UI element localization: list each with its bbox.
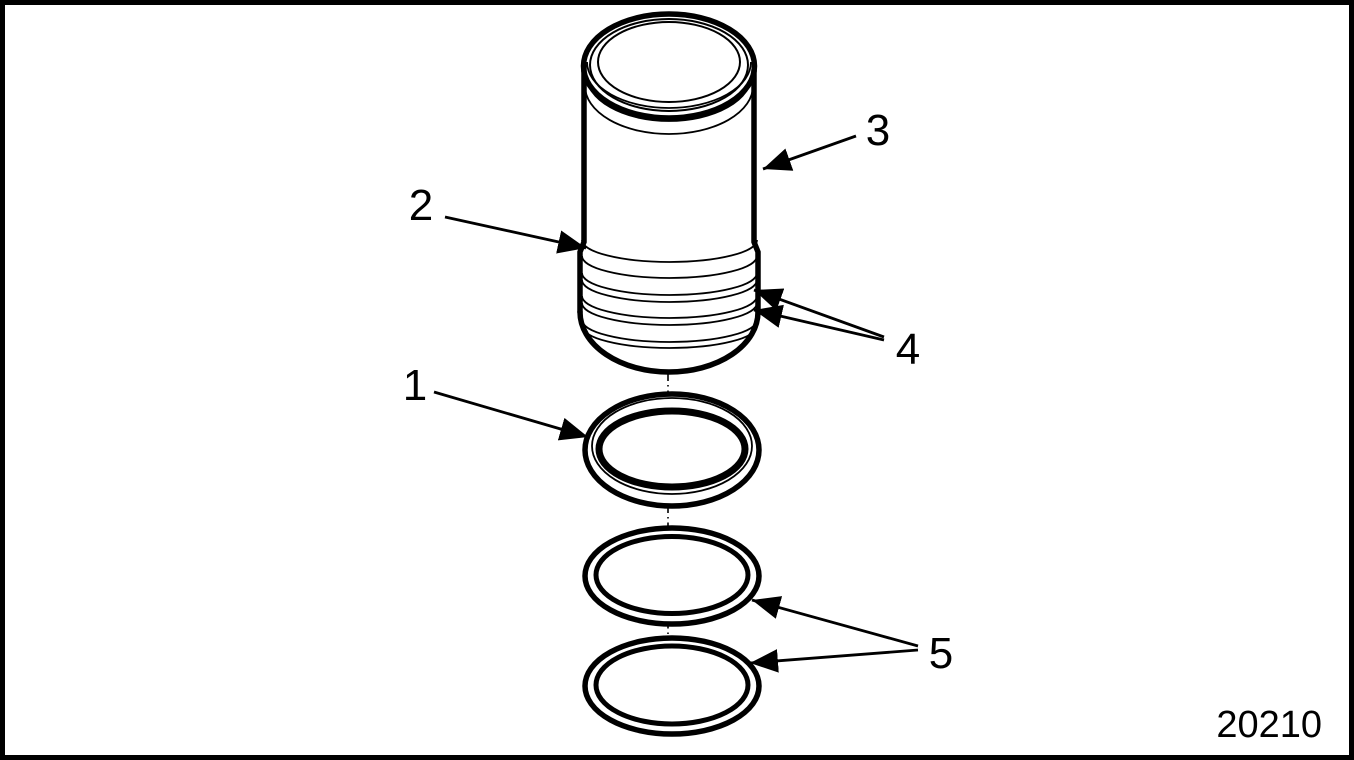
- liner-bottom-edge: [577, 309, 761, 375]
- callout-4-leader-upper: [753, 288, 885, 339]
- liner-flange-arc: [584, 85, 754, 135]
- liner-bore-edge: [597, 21, 741, 103]
- callout-3-leader: [762, 134, 857, 171]
- liner-flange-arc: [585, 73, 753, 122]
- callout-5-label: 5: [929, 629, 953, 678]
- groove-arc: [581, 295, 758, 319]
- liner-rim-step: [589, 18, 749, 112]
- callout-2-leader: [444, 215, 587, 254]
- cylinder-liner: [577, 11, 761, 375]
- callout-1-label: 1: [403, 361, 427, 410]
- groove-arc: [581, 255, 758, 279]
- o-ring-lower: [582, 635, 762, 737]
- callout-4: 4: [753, 288, 920, 374]
- seal-ring-inner: [595, 407, 749, 491]
- groove-arc: [581, 319, 758, 343]
- groove-arc: [581, 279, 758, 303]
- callout-5-leader-lower: [749, 648, 919, 673]
- groove-arc: [581, 325, 758, 349]
- liner-flange-arc: [586, 61, 752, 109]
- liner-side-right: [751, 67, 761, 315]
- callout-1: 1: [403, 361, 589, 441]
- callout-3: 3: [762, 106, 890, 171]
- callout-2: 2: [409, 181, 587, 254]
- callout-5-leader-upper: [751, 596, 919, 648]
- callout-1-leader: [433, 390, 589, 441]
- liner-groove-arcs: [581, 239, 758, 349]
- seal-ring: [582, 391, 762, 509]
- callout-4-label: 4: [896, 325, 920, 374]
- callout-3-label: 3: [866, 106, 890, 155]
- callout-5: 5: [749, 596, 953, 678]
- groove-arc: [581, 272, 758, 296]
- o-ring-upper-inner: [593, 534, 751, 616]
- seal-ring-face-edge: [591, 397, 753, 495]
- callout-2-label: 2: [409, 181, 433, 230]
- o-ring-upper: [582, 525, 762, 627]
- groove-arc: [581, 302, 758, 326]
- callout-4-leader-lower: [753, 304, 885, 342]
- o-ring-lower-inner: [593, 643, 751, 727]
- figure-number: 20210: [1216, 704, 1322, 746]
- groove-arc: [581, 239, 758, 263]
